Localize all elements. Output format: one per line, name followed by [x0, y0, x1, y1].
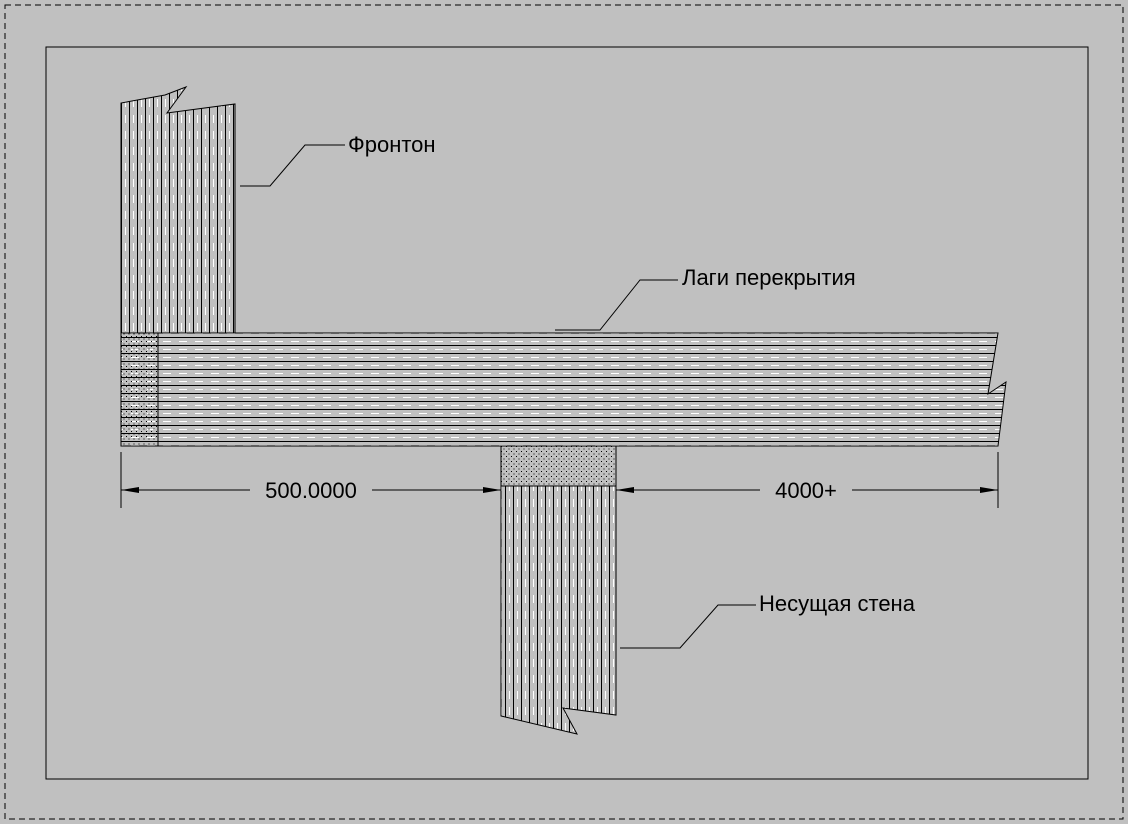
inner-frame: [45, 46, 1089, 780]
outer-dashed-border: [4, 4, 1124, 820]
gable-member: [120, 85, 236, 334]
joist-leader-line: [555, 279, 678, 331]
floor-joist: [120, 332, 1007, 447]
dim-left-text: 500.0000: [265, 478, 357, 503]
wall-label: Несущая стена: [759, 591, 916, 616]
joist-label: Лаги перекрытия: [682, 265, 856, 290]
wall-leader-line: [620, 604, 756, 649]
bearing-wall: [500, 485, 617, 735]
wall-top-section: [500, 445, 617, 487]
gable-label: Фронтон: [348, 132, 436, 157]
joist-end-section: [120, 332, 159, 447]
gable-leader-line: [240, 144, 345, 187]
dim-right-text: 4000+: [775, 478, 837, 503]
